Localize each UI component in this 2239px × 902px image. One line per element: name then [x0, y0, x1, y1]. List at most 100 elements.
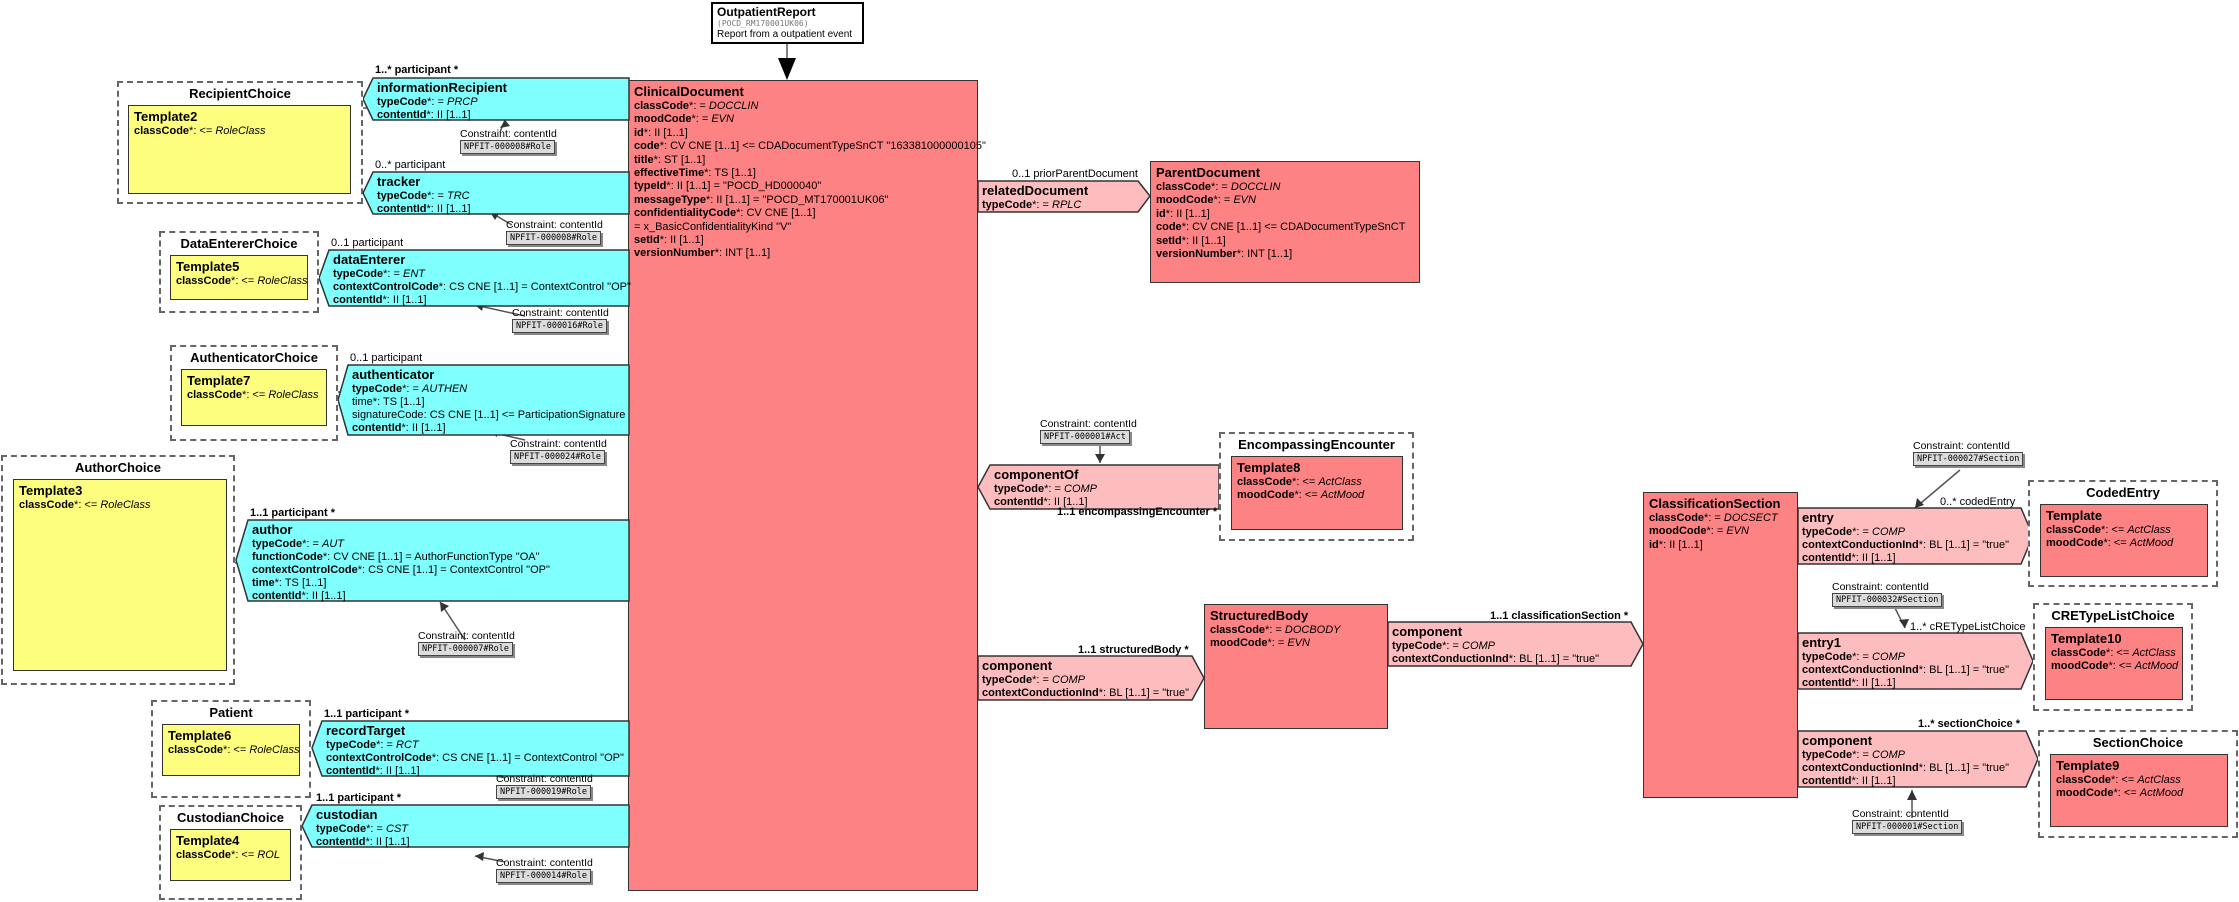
attribute-value: INT [1..1] [725, 247, 771, 260]
cre-type-list-choice: CRETypeListChoice Template10 classCode*:… [2033, 603, 2193, 711]
template7-box: Template7 classCode*: <= RoleClass [181, 369, 327, 426]
attribute-required-mark: * [1032, 674, 1037, 686]
right-component-title: component [1802, 733, 1873, 748]
attribute-row: typeCode*: = AUTHEN [352, 383, 625, 396]
encompassing-encounter-choice-title: EncompassingEncounter [1238, 437, 1395, 452]
attribute-separator: : [377, 396, 383, 408]
attribute-value: II [1..1] [1861, 677, 1896, 689]
attribute-required-mark: * [301, 590, 306, 602]
attribute-separator: : [1923, 539, 1930, 551]
attribute-separator: : = [1036, 674, 1052, 686]
attribute-value: RPLC [1052, 199, 1082, 211]
attribute-value: CS CNE [1..1] = ContextControl "OP" [368, 564, 550, 576]
attribute-required-mark: * [2113, 787, 2118, 800]
attribute-name: classCode [134, 125, 190, 137]
attribute-required-mark: * [2101, 524, 2106, 536]
sb-component-title: component [1392, 624, 1463, 639]
attribute-name: typeCode [326, 739, 377, 751]
attribute-required-mark: * [372, 396, 378, 408]
attribute-name: time [352, 396, 373, 408]
attribute-separator: : [305, 590, 312, 602]
author-choice-title: AuthorChoice [75, 460, 161, 475]
attribute-value: CS CNE [1..1] = ContextControl "OP" [442, 752, 624, 764]
recipient-choice-title: RecipientChoice [189, 86, 291, 101]
attribute-row: classCode*: <= RoleClass [134, 125, 345, 138]
attribute-separator: : [1103, 687, 1110, 699]
authenticator-title: authenticator [352, 367, 435, 382]
attribute-separator: : = [387, 268, 403, 280]
attribute-value: II [1..1] [654, 126, 688, 139]
template3-attrs: classCode*: <= RoleClass [19, 499, 221, 512]
attribute-name: contentId [333, 294, 383, 306]
attribute-row: contextConductionInd*: BL [1..1] = "true… [1802, 664, 2009, 677]
attribute-row: code*: CV CNE [1..1] <= CDADocumentTypeS… [634, 140, 986, 153]
attribute-row: code*: CV CNE [1..1] <= CDADocumentTypeS… [1156, 221, 1414, 234]
tracker-constraint: Constraint: contentId NPFIT-000008#Role [506, 219, 603, 245]
attribute-separator: : [648, 126, 655, 139]
attribute-value: BL [1..1] = "true" [1519, 653, 1599, 665]
attribute-row: classCode*: <= ActClass [2051, 647, 2177, 660]
constraint-tag: NPFIT-000014#Role [496, 869, 591, 883]
attribute-name: classCode [168, 744, 224, 756]
information-recipient-constraint: Constraint: contentId NPFIT-000008#Role [460, 128, 557, 154]
attribute-value: EVN [711, 113, 734, 126]
attribute-separator: : = [1856, 749, 1872, 761]
attribute-name: moodCode [634, 113, 692, 126]
attribute-name: title [634, 153, 654, 166]
attribute-name: moodCode [2051, 660, 2109, 673]
attribute-value: COMP [1462, 640, 1495, 652]
attribute-required-mark: * [1918, 539, 1923, 551]
attribute-separator: : [718, 247, 726, 260]
attribute-required-mark: * [223, 744, 228, 756]
attribute-name: id [1649, 538, 1659, 551]
attribute-value: TS [1..1] [284, 577, 327, 589]
attribute-value: CV CNE [1..1] [746, 207, 816, 220]
attribute-value: ENT [403, 268, 425, 280]
attribute-separator: : <= [235, 849, 258, 861]
attribute-row: contentId*: II [1..1] [994, 496, 1097, 509]
attribute-row: title*: ST [1..1] [634, 154, 972, 167]
attribute-row: typeCode*: = CST [316, 823, 410, 836]
attribute-required-mark: * [659, 140, 664, 153]
attribute-value: ROL [257, 849, 280, 861]
attribute-row: typeCode*: = RCT [326, 739, 624, 752]
attribute-value: PRCP [447, 96, 478, 108]
attribute-name: contextConductionInd [1802, 539, 1919, 551]
template6-box: Template6 classCode*: <= RoleClass [162, 724, 300, 776]
attribute-required-mark: * [1181, 221, 1186, 234]
attribute-value: II [1..1] [1176, 207, 1210, 220]
attribute-row: typeCode*: = PRCP [377, 96, 507, 109]
attribute-value: II [1..1] [392, 294, 427, 306]
attribute-row: contentId*: II [1..1] [1802, 552, 2009, 565]
attribute-required-mark: * [1043, 496, 1048, 508]
attribute-row: moodCode*: <= ActMood [2046, 537, 2202, 550]
attribute-separator: : = [1708, 512, 1724, 524]
attribute-row: id*: II [1..1] [634, 127, 972, 140]
attribute-separator: : = [306, 538, 322, 550]
sb-component-multiplicity: 1..1 classificationSection * [1490, 610, 1629, 622]
attribute-row: setId*: II [1..1] [1156, 235, 1414, 248]
attribute-separator: : [1170, 207, 1177, 220]
entry-point-box: OutpatientReport (POCD_RM170001UK06) Rep… [711, 2, 864, 44]
attribute-value: II [1..1] [411, 422, 446, 434]
attribute-name: code [634, 140, 660, 153]
attribute-name: classCode [19, 499, 75, 511]
attribute-separator: : = [1269, 624, 1285, 636]
patient-choice: Patient Template6 classCode*: <= RoleCla… [151, 700, 311, 798]
attribute-name: contentId [1802, 552, 1852, 564]
clinical-document-title: ClinicalDocument [634, 84, 744, 99]
attribute-name: setId [634, 234, 660, 247]
attribute-required-mark: * [736, 207, 741, 220]
data-enterer-choice-title: DataEntererChoice [180, 236, 298, 251]
attribute-row: typeCode*: = ENT [333, 268, 631, 281]
